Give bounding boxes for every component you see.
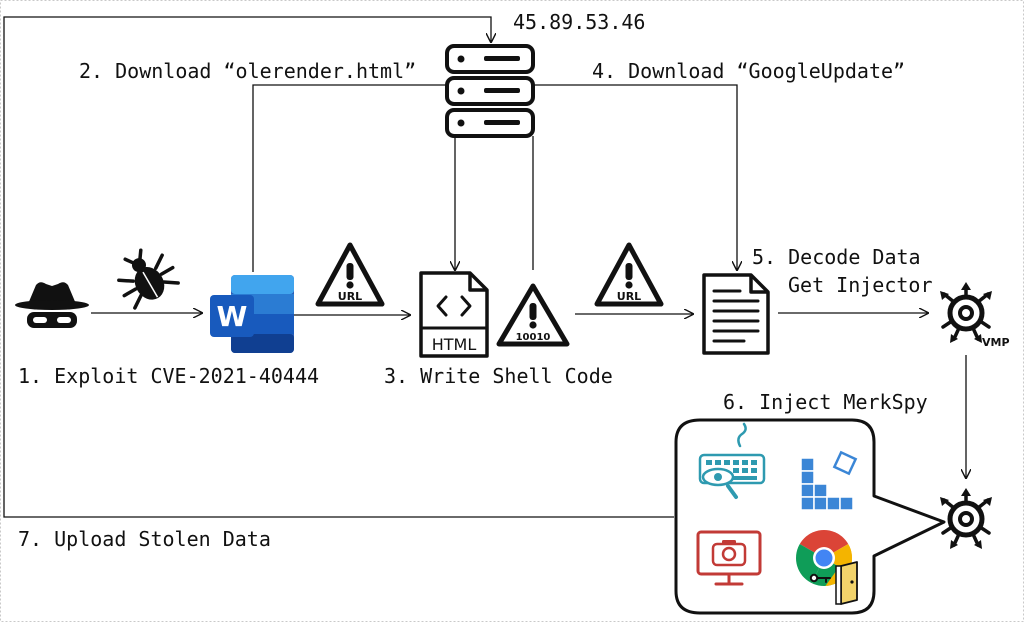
url-warning-badge-1: URL <box>315 242 385 307</box>
step5-label-line2: Get Injector <box>788 273 933 297</box>
upload-data-line <box>3 16 674 518</box>
server-icon <box>445 44 535 138</box>
svg-text:10010: 10010 <box>516 332 551 343</box>
connector-lines <box>3 16 966 518</box>
download-googleupdate-line <box>533 84 737 270</box>
chrome-icon <box>796 530 858 605</box>
blocks-icon <box>800 450 858 511</box>
download-html-line <box>252 84 447 272</box>
keylogger-icon <box>698 422 766 499</box>
svg-text:URL: URL <box>617 290 641 303</box>
server-ip-label: 45.89.53.46 <box>513 10 645 34</box>
step7-label: 7. Upload Stolen Data <box>18 527 271 551</box>
step4-label: 4. Download “GoogleUpdate” <box>592 59 905 83</box>
biohazard-icon <box>940 282 992 343</box>
svg-text:URL: URL <box>338 290 362 303</box>
bug-icon <box>117 248 180 310</box>
step3-label: 3. Write Shell Code <box>384 364 613 388</box>
merkspy-biohazard-icon <box>940 488 992 549</box>
url-warning-badge-2: URL <box>594 242 664 307</box>
step6-label: 6. Inject MerkSpy <box>723 390 928 414</box>
svg-text:W: W <box>217 300 248 333</box>
step1-label: 1. Exploit CVE-2021-40444 <box>18 364 319 388</box>
step5-label-line1: 5. Decode Data <box>752 245 921 269</box>
html-file-icon: HTML <box>419 271 489 358</box>
step2-label: 2. Download “olerender.html” <box>79 59 416 83</box>
svg-text:HTML: HTML <box>432 335 477 354</box>
word-document-icon: W <box>210 275 294 353</box>
vmp-label: VMP <box>982 336 1010 349</box>
text-document-icon <box>702 273 770 355</box>
spy-hat-icon <box>15 282 89 328</box>
shellcode-warning-badge: 10010 <box>496 283 570 347</box>
screenshot-icon <box>696 530 762 586</box>
